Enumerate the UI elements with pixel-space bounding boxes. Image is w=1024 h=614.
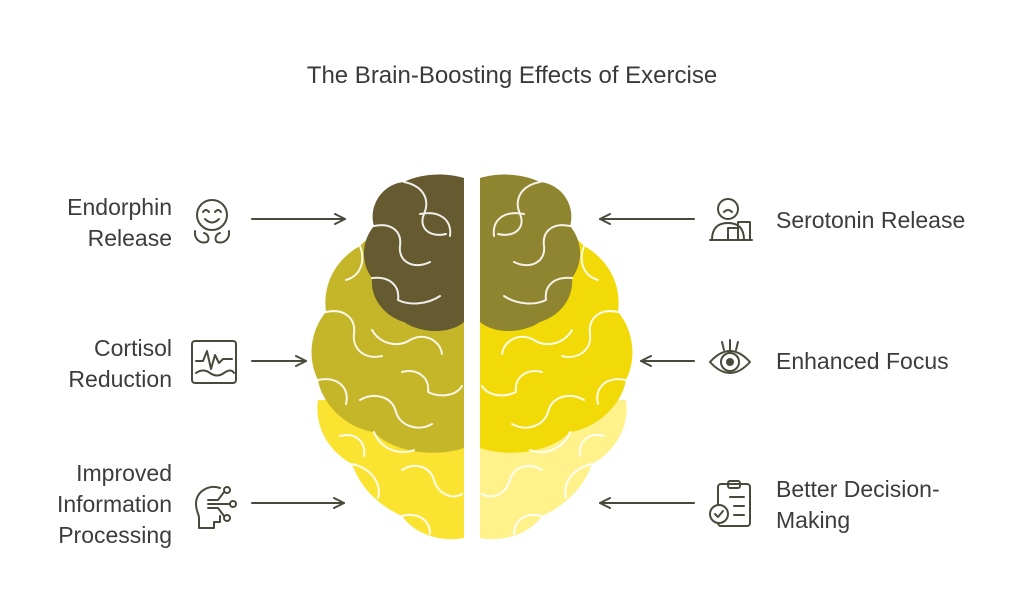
focus-label-line-1: Enhanced Focus (776, 348, 949, 374)
head-circuit-icon (195, 486, 237, 529)
right-top-lobe (480, 174, 581, 331)
serotonin-label: Serotonin Release (776, 205, 965, 236)
endorphin-label-line-2: Release (87, 225, 172, 251)
information-label-line-1: Improved (76, 460, 172, 486)
eye-focus-icon (709, 339, 751, 374)
decision-label-line-2: Making (776, 507, 851, 533)
information-label-line-3: Processing (58, 522, 172, 548)
left-top-lobe (363, 174, 464, 331)
wave-chart-icon (191, 340, 237, 384)
diagram-title: The Brain-Boosting Effects of Exercise (306, 62, 718, 89)
decision-label-line-1: Better Decision- (776, 476, 940, 502)
decision-label: Better Decision- Making (776, 474, 940, 536)
left-hemisphere (311, 174, 464, 540)
happy-face-icon (193, 199, 231, 244)
checklist-icon (709, 480, 751, 527)
cortisol-label-line-1: Cortisol (94, 335, 172, 361)
information-label: Improved Information Processing (57, 458, 172, 551)
cortisol-label-line-2: Reduction (68, 366, 172, 392)
person-podium-icon (709, 198, 753, 241)
endorphin-label-line-1: Endorphin (67, 194, 172, 220)
right-hemisphere (480, 174, 633, 540)
serotonin-label-line-1: Serotonin Release (776, 207, 966, 233)
endorphin-label: Endorphin Release (67, 192, 172, 254)
cortisol-label: Cortisol Reduction (68, 333, 172, 395)
focus-label: Enhanced Focus (776, 346, 949, 377)
information-label-line-2: Information (56, 491, 172, 517)
